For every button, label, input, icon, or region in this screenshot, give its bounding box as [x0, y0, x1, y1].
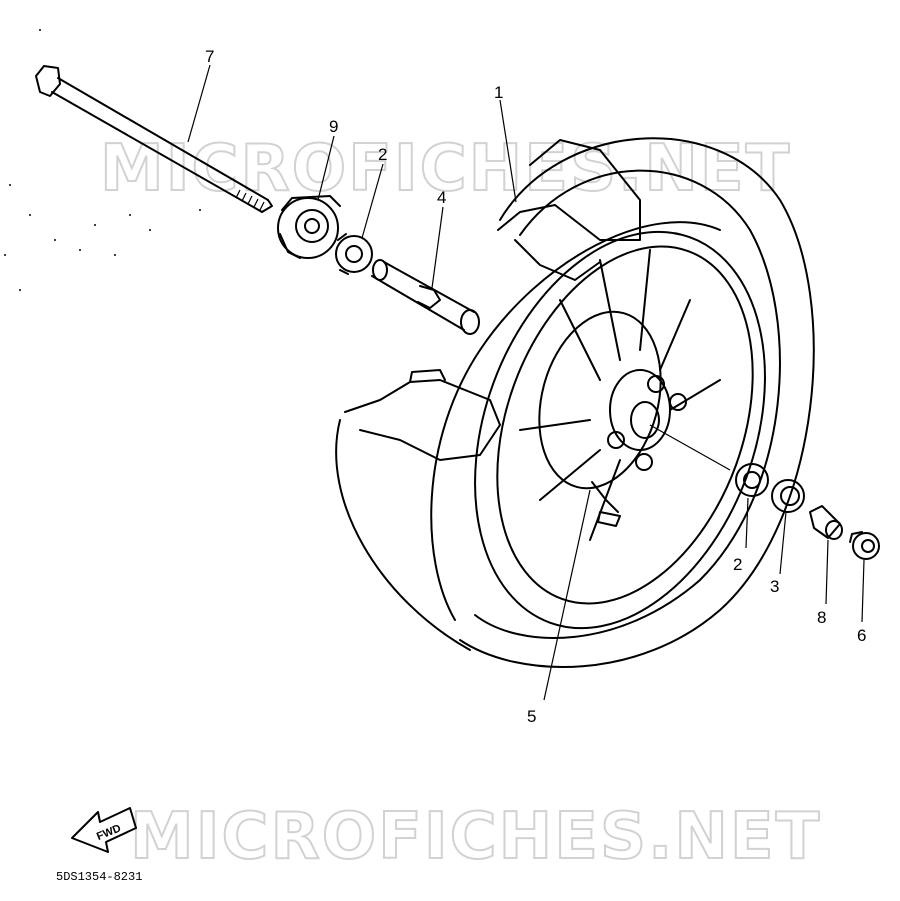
part-code: 5DS1354-8231 — [56, 870, 142, 884]
oil-seal-part — [771, 479, 805, 513]
callout-1: 1 — [494, 83, 503, 102]
callout-3: 3 — [770, 577, 779, 596]
callout-7: 7 — [205, 47, 214, 66]
bearing-upper-part — [335, 233, 373, 275]
meter-gear-part — [277, 195, 341, 259]
spacer-part — [371, 259, 480, 335]
bearing-lower-part — [735, 463, 769, 497]
callout-2-lower: 2 — [733, 555, 742, 574]
callout-6: 6 — [857, 626, 866, 645]
wheel-tire-part — [335, 137, 815, 668]
callout-9: 9 — [329, 117, 338, 136]
speckle-dots — [4, 29, 201, 291]
watermark-top: MICROFICHES.NET — [100, 132, 791, 206]
axle-part — [35, 65, 273, 213]
nut-part — [849, 531, 880, 560]
callout-4: 4 — [437, 188, 446, 207]
leader-lines — [187, 64, 865, 701]
callout-5: 5 — [527, 707, 536, 726]
callout-2-upper: 2 — [378, 145, 387, 164]
watermark-bottom: MICROFICHES.NET — [130, 800, 821, 874]
callout-8: 8 — [817, 608, 826, 627]
collar-part — [809, 505, 843, 540]
fwd-arrow-icon — [71, 807, 137, 853]
